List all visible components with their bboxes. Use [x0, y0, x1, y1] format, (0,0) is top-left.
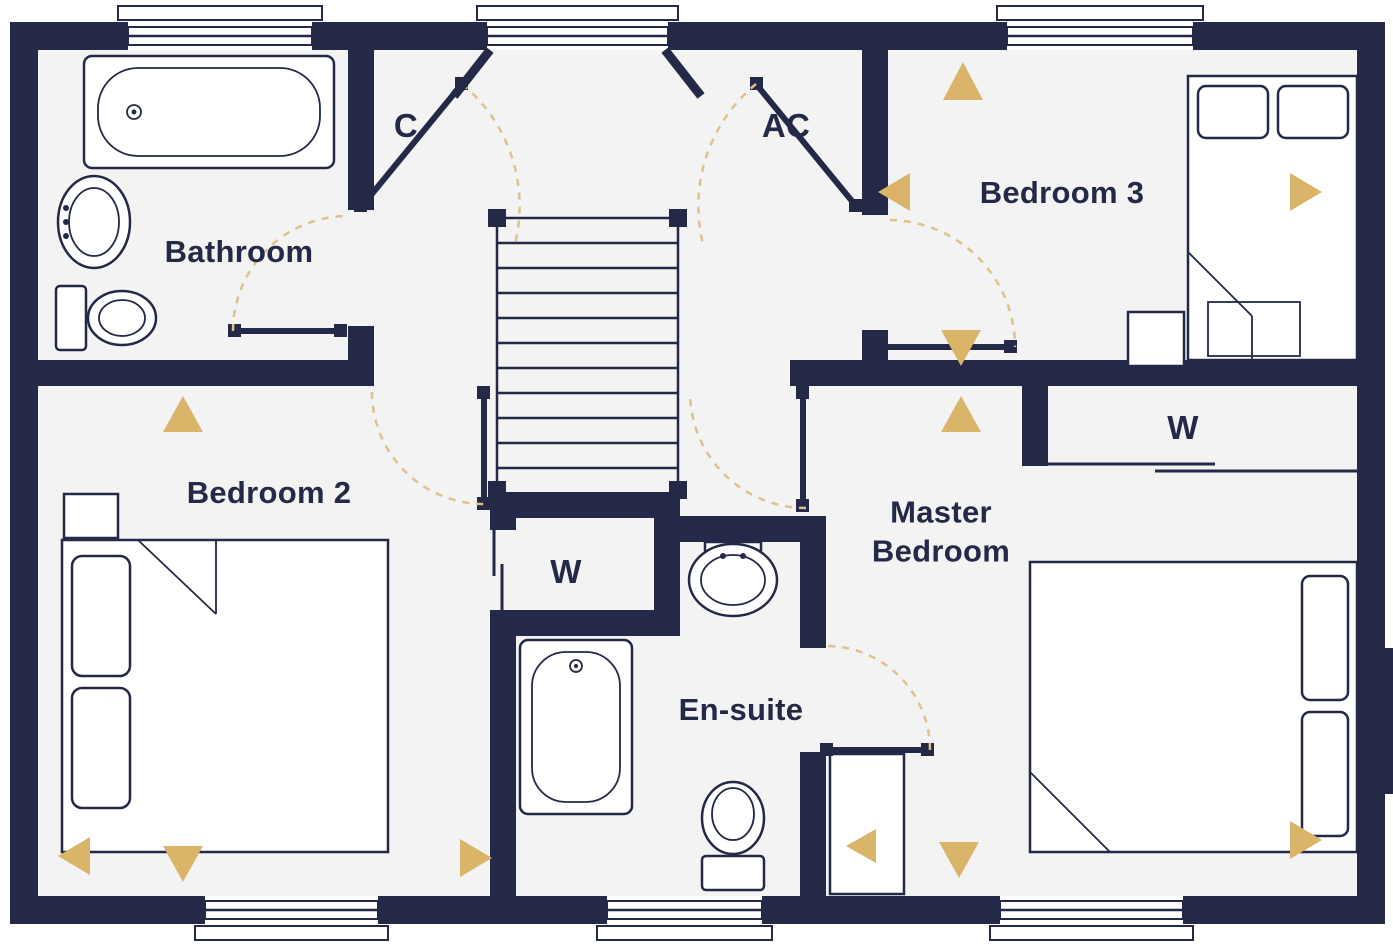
- pillow: [1300, 710, 1350, 838]
- room-label-closet: C: [393, 107, 419, 144]
- arrow-left-icon: [846, 829, 876, 863]
- toilet-icon: [54, 284, 158, 352]
- door-swing-arc: [697, 83, 757, 245]
- bedroom2-furniture: [60, 492, 390, 854]
- arrow-up-icon: [943, 62, 983, 100]
- shower-bath-icon: [518, 638, 634, 816]
- arrow-up-icon: [163, 396, 203, 432]
- window-top-center: [476, 5, 679, 50]
- window-bottom-right: [989, 896, 1194, 941]
- room-label-wardrobe-master: W: [1167, 409, 1199, 446]
- arrow-left-icon: [58, 837, 90, 875]
- room-label-bathroom: Bathroom: [164, 234, 314, 269]
- door-leaf: [753, 82, 859, 208]
- wardrobe-sliding-doors: [492, 462, 1357, 610]
- interior-walls: [38, 50, 1357, 896]
- window-bottom-center: [596, 896, 773, 941]
- pillow: [70, 686, 132, 810]
- cupboard: [828, 752, 906, 896]
- sink-icon: [687, 540, 779, 618]
- arrow-right-icon: [1290, 173, 1322, 211]
- room-label-wardrobe-landing: W: [550, 553, 582, 590]
- bedroom3-furniture: [1126, 74, 1359, 368]
- window-top-left: [117, 5, 323, 50]
- arrow-up-icon: [941, 396, 981, 432]
- pillow: [70, 554, 132, 678]
- doors: [228, 47, 1017, 756]
- chimney-breast: [1383, 648, 1393, 794]
- room-label-master-bedroom: Master Bedroom: [871, 494, 1011, 568]
- arrow-right-icon: [460, 839, 492, 877]
- window-bottom-left: [194, 896, 389, 941]
- door-swing-arc: [889, 218, 1017, 348]
- arrow-down-icon: [939, 842, 979, 878]
- door-swing-arc: [688, 391, 807, 510]
- pillow: [1300, 574, 1350, 702]
- door-swing-arc: [461, 83, 521, 245]
- door-swing-arc: [231, 214, 349, 332]
- pillow: [1276, 84, 1350, 140]
- bathroom-fixtures: [54, 54, 336, 352]
- arrow-down-icon: [163, 846, 203, 882]
- pillow: [1196, 84, 1270, 140]
- door-swing-arc: [370, 391, 485, 506]
- door-swing-arc: [825, 644, 932, 751]
- staircase-icon: [488, 209, 687, 499]
- windows: [117, 5, 1204, 941]
- room-label-bedroom2: Bedroom 2: [186, 475, 352, 510]
- toilet-icon: [700, 780, 766, 892]
- arrow-left-icon: [878, 173, 910, 211]
- master-furniture: [828, 560, 1359, 896]
- window-top-right: [996, 5, 1204, 50]
- door-leaf: [359, 82, 465, 208]
- nightstand: [1126, 310, 1186, 368]
- direction-arrows: [58, 62, 1322, 882]
- sink-icon: [56, 174, 132, 270]
- arrow-right-icon: [1290, 821, 1322, 859]
- room-label-ensuite: En-suite: [678, 692, 804, 727]
- arrow-down-icon: [941, 330, 981, 366]
- room-label-bedroom3: Bedroom 3: [979, 175, 1145, 210]
- room-label-airing-cupboard: AC: [761, 107, 811, 144]
- blanket: [1207, 301, 1301, 357]
- nightstand: [62, 492, 120, 540]
- ensuite-fixtures: [518, 540, 779, 892]
- bathtub-icon: [82, 54, 336, 170]
